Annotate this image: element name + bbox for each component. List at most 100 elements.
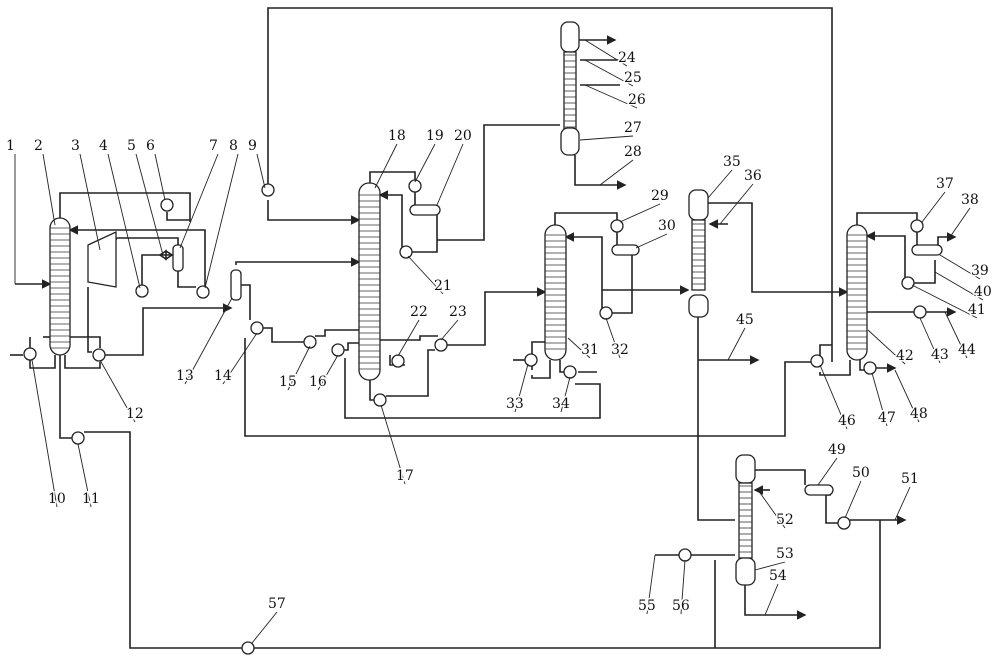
leader-line (867, 329, 906, 365)
exchanger-9 (261, 183, 275, 197)
equipment-label: 48 (910, 406, 928, 422)
separator-7 (172, 244, 184, 272)
leader-line (844, 480, 862, 519)
packed-section (738, 482, 753, 559)
equipment-label: 10 (48, 491, 66, 507)
leader-line (179, 153, 219, 249)
leader-line (757, 489, 786, 529)
leader-line (894, 486, 911, 521)
reboiler-22 (391, 354, 405, 368)
leader-line (99, 359, 136, 423)
leader-line (764, 583, 779, 616)
column-trays (50, 54, 867, 553)
condenser-6 (160, 198, 174, 212)
pump-21 (399, 245, 413, 259)
leader-line (287, 345, 311, 391)
distillation-column-31 (544, 224, 567, 361)
equipment-label: 41 (968, 302, 986, 318)
equipment-label: 22 (410, 304, 428, 320)
equipment-label: 2 (34, 138, 43, 154)
leader-line (605, 317, 621, 359)
leader-line (436, 143, 464, 206)
equipment-label: 1 (6, 138, 15, 154)
pump-8 (196, 285, 210, 299)
equipment-label: 17 (396, 468, 414, 484)
drum-30 (611, 244, 640, 256)
exchanger-4 (135, 284, 149, 298)
leader-line (579, 135, 634, 141)
reactor-bottom (688, 294, 709, 318)
leader-line (584, 59, 634, 87)
equipment-label: 16 (309, 374, 327, 390)
equipment-label: 24 (618, 50, 636, 66)
column-top-52 (735, 454, 756, 484)
vessel-53 (735, 557, 756, 586)
distillation-column-2 (49, 217, 71, 356)
leader-line (514, 363, 529, 413)
leader-line (31, 359, 58, 508)
leader-line (911, 284, 978, 319)
leader-line (584, 84, 638, 109)
leader-line (599, 159, 634, 186)
leader-line (256, 153, 266, 189)
equipment-label: 26 (628, 92, 646, 108)
equipment-label: 40 (974, 284, 992, 300)
equipment-label: 50 (852, 465, 870, 481)
reboiler-46 (810, 354, 824, 368)
leader-line (380, 404, 406, 485)
equipment-label: 20 (454, 128, 472, 144)
pump-11 (71, 431, 85, 445)
equipment-label: 33 (506, 396, 524, 412)
leader-line (317, 354, 339, 391)
equipment-label: 53 (776, 546, 794, 562)
equipment-label: 47 (878, 410, 896, 426)
equipment-label: 36 (744, 168, 762, 184)
equipment-label: 39 (971, 263, 989, 279)
equipment-label: 55 (638, 598, 656, 614)
distillation-column-42 (846, 224, 868, 361)
equipment-label: 3 (71, 138, 80, 154)
equipment-label: 37 (936, 176, 954, 192)
condenser-37 (910, 219, 924, 233)
equipment-label: 13 (176, 368, 194, 384)
reboiler-33 (524, 353, 538, 367)
condenser-29 (610, 219, 624, 233)
equipment-label: 46 (838, 413, 856, 429)
equipment-label: 44 (958, 342, 976, 358)
equipment-label: 31 (581, 342, 599, 358)
equipment-label: 28 (624, 144, 642, 160)
leader-line (222, 332, 258, 385)
pump-34 (563, 365, 577, 379)
pipes (10, 7, 957, 649)
leader-line (135, 153, 164, 256)
equipment (23, 21, 943, 655)
equipment-label: 23 (449, 304, 467, 320)
leader-line (939, 254, 981, 280)
leader-line (635, 233, 668, 249)
reboiler-23 (434, 338, 448, 352)
equipment-label: 30 (658, 218, 676, 234)
leader-line (407, 255, 444, 295)
equipment-label: 56 (672, 598, 690, 614)
pump-41 (901, 276, 915, 290)
decanter-39 (911, 244, 943, 256)
leader-line (707, 169, 733, 199)
leader-line (154, 153, 166, 201)
leader-line (184, 297, 233, 385)
leader-line (680, 559, 686, 615)
leader-line (42, 153, 56, 226)
leader-line (584, 39, 628, 67)
drum-20 (409, 204, 441, 216)
equipment-label: 42 (896, 348, 914, 364)
column-top-24 (560, 21, 580, 53)
reactor-packing-36 (691, 219, 706, 291)
leader-line (921, 191, 946, 223)
equipment-label: 21 (434, 278, 452, 294)
equipment-label: 9 (248, 138, 257, 154)
leader-line (934, 271, 984, 301)
label-leaders (14, 39, 984, 644)
leader-line (646, 554, 656, 615)
